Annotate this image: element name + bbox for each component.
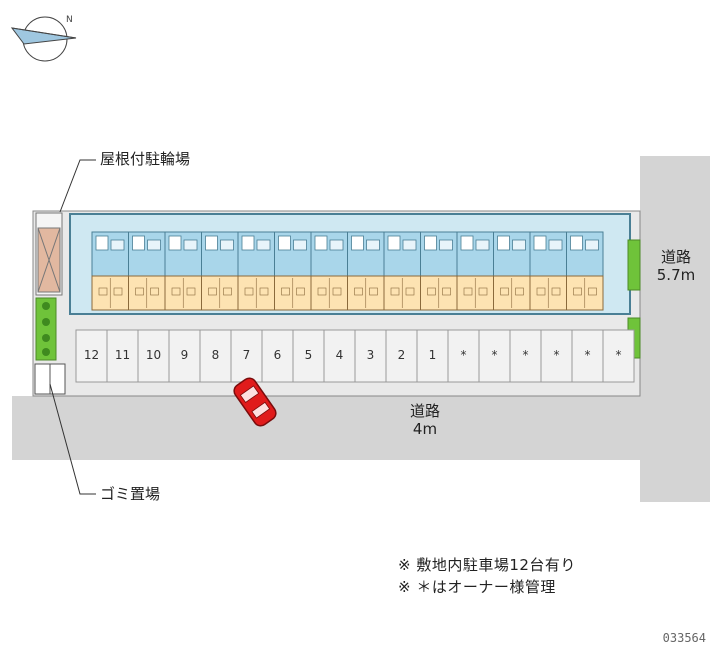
apartment-unit — [493, 231, 531, 311]
property-code: 033564 — [662, 631, 706, 645]
parking-space: * — [540, 329, 573, 383]
parking-space: 3 — [354, 329, 387, 383]
front-road-width: 4m — [412, 420, 438, 438]
parking-space: 1 — [416, 329, 449, 383]
bike-parking-label: 屋根付駐輪場 — [100, 150, 191, 168]
garbage-area-box — [34, 363, 66, 395]
parking-space: 4 — [323, 329, 356, 383]
parking-space: 9 — [168, 329, 201, 383]
parking-space-number: 8 — [212, 348, 220, 362]
parking-note: ※ 敷地内駐車場12台有り — [398, 556, 576, 574]
side-road-name: 道路 — [660, 248, 691, 266]
parking-space-number: * — [523, 348, 529, 362]
apartment-unit — [566, 231, 604, 311]
parking-space-number: 4 — [336, 348, 344, 362]
apartment-unit — [201, 231, 239, 311]
parking-space: * — [602, 329, 635, 383]
garbage-area-label: ゴミ置場 — [100, 485, 161, 503]
parking-space-number: 3 — [367, 348, 375, 362]
parking-space-number: * — [585, 348, 591, 362]
parking-space: * — [571, 329, 604, 383]
parking-space: 7 — [230, 329, 263, 383]
parking-space: * — [447, 329, 480, 383]
owner-note: ※ ＊はオーナー様管理 — [398, 578, 556, 596]
apartment-unit — [274, 231, 312, 311]
parking-space: 11 — [106, 329, 139, 383]
hedge-left — [35, 297, 57, 361]
apartment-unit — [237, 231, 275, 311]
side-road-label: 道路 5.7m — [650, 248, 702, 284]
parking-space-number: 9 — [181, 348, 189, 362]
parking-space-number: * — [554, 348, 560, 362]
parking-space: 8 — [199, 329, 232, 383]
parking-space: 10 — [137, 329, 170, 383]
side-road — [640, 156, 710, 502]
apartment-unit — [310, 231, 348, 311]
apartment-unit — [164, 231, 202, 311]
apartment-unit — [128, 231, 166, 311]
parking-space-number: 6 — [274, 348, 282, 362]
parking-space-number: 7 — [243, 348, 251, 362]
apartment-unit — [420, 231, 458, 311]
front-road-label: 道路 4m — [400, 402, 450, 438]
parking-space-number: 10 — [146, 348, 161, 362]
building-units — [91, 231, 604, 311]
apartment-unit — [529, 231, 567, 311]
parking-space: 5 — [292, 329, 325, 383]
apartment-unit — [91, 231, 129, 311]
svg-text:N: N — [66, 15, 73, 25]
leader-line-garbage — [49, 383, 96, 495]
parking-space: * — [478, 329, 511, 383]
parking-space-number: * — [492, 348, 498, 362]
apartment-unit — [347, 231, 385, 311]
parking-space-number: 5 — [305, 348, 313, 362]
parking-row: 12 11 10 9 8 7 6 5 4 3 2 1 * * * * * * — [75, 329, 635, 383]
bike-parking-shelter — [35, 212, 63, 296]
compass-icon: N — [10, 15, 77, 62]
leader-line-bike — [59, 159, 96, 213]
parking-space: 12 — [75, 329, 108, 383]
parking-space-number: 1 — [429, 348, 437, 362]
parking-space: 2 — [385, 329, 418, 383]
parking-space-number: 12 — [84, 348, 99, 362]
parking-space-number: 11 — [115, 348, 130, 362]
parking-space-number: * — [461, 348, 467, 362]
car-icon — [233, 377, 277, 427]
parking-space-number: 2 — [398, 348, 406, 362]
front-road — [12, 396, 640, 460]
side-road-width: 5.7m — [656, 266, 696, 284]
apartment-unit — [383, 231, 421, 311]
parking-space-number: * — [616, 348, 622, 362]
parking-space: 6 — [261, 329, 294, 383]
apartment-unit — [456, 231, 494, 311]
front-road-name: 道路 — [409, 402, 440, 420]
parking-space: * — [509, 329, 542, 383]
